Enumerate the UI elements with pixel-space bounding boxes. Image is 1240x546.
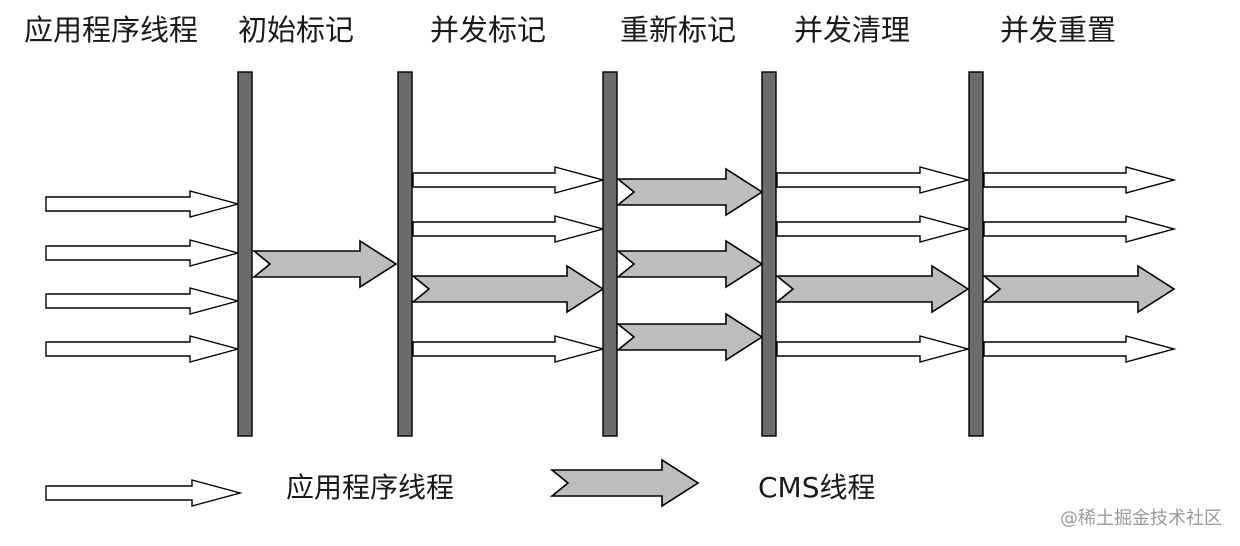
app-thread-arrow-concurrent-sweep-1	[776, 166, 971, 194]
phase-barrier-4	[761, 71, 777, 437]
app-thread-arrow-pre-1	[45, 190, 241, 218]
label-concurrent-reset: 并发重置	[1000, 13, 1116, 47]
legend-app-thread-arrow	[45, 479, 243, 507]
legend-cms-thread-label: CMS线程	[758, 471, 875, 504]
cms-thread-arrow-initial-mark	[251, 239, 398, 289]
app-thread-arrow-concurrent-mark-2	[412, 215, 606, 243]
cms-thread-arrow-remark-3	[615, 312, 764, 362]
phase-barrier-5	[968, 71, 984, 437]
app-thread-arrow-pre-3	[45, 287, 241, 315]
app-thread-arrow-concurrent-sweep-2	[776, 215, 971, 243]
app-thread-arrow-pre-4	[45, 335, 241, 363]
phase-barrier-3	[602, 71, 618, 437]
app-thread-arrow-concurrent-mark-3	[412, 335, 606, 363]
app-thread-arrow-concurrent-mark-1	[412, 166, 606, 194]
label-remark: 重新标记	[620, 13, 736, 47]
thread-arrows	[45, 166, 1177, 363]
label-initial-mark: 初始标记	[238, 13, 354, 47]
phase-barrier-1	[237, 71, 253, 437]
legend-cms-arrow-shape	[549, 458, 700, 508]
cms-thread-arrow-concurrent-mark	[410, 264, 605, 314]
phase-barriers	[237, 71, 984, 437]
legend-cms-thread-arrow	[549, 458, 700, 508]
label-app-threads: 应用程序线程	[24, 13, 198, 47]
label-concurrent-mark: 并发标记	[430, 13, 546, 47]
phase-barrier-2	[397, 71, 413, 437]
app-thread-arrow-pre-2	[45, 239, 241, 267]
watermark: @稀土掘金技术社区	[1060, 508, 1222, 529]
cms-thread-arrow-remark-2	[615, 239, 764, 289]
cms-thread-arrow-concurrent-reset	[981, 264, 1176, 314]
legend-app-thread-label: 应用程序线程	[286, 471, 454, 504]
app-thread-arrow-concurrent-reset-2	[983, 215, 1177, 243]
cms-thread-arrow-concurrent-sweep	[774, 264, 970, 314]
label-concurrent-sweep: 并发清理	[794, 13, 910, 47]
legend-app-arrow-shape	[45, 479, 243, 507]
cms-thread-arrow-remark-1	[615, 167, 764, 217]
legend: 应用程序线程 CMS线程	[45, 458, 875, 508]
app-thread-arrow-concurrent-reset-3	[983, 335, 1177, 363]
app-thread-arrow-concurrent-sweep-3	[776, 335, 971, 363]
app-thread-arrow-concurrent-reset-1	[983, 166, 1177, 194]
